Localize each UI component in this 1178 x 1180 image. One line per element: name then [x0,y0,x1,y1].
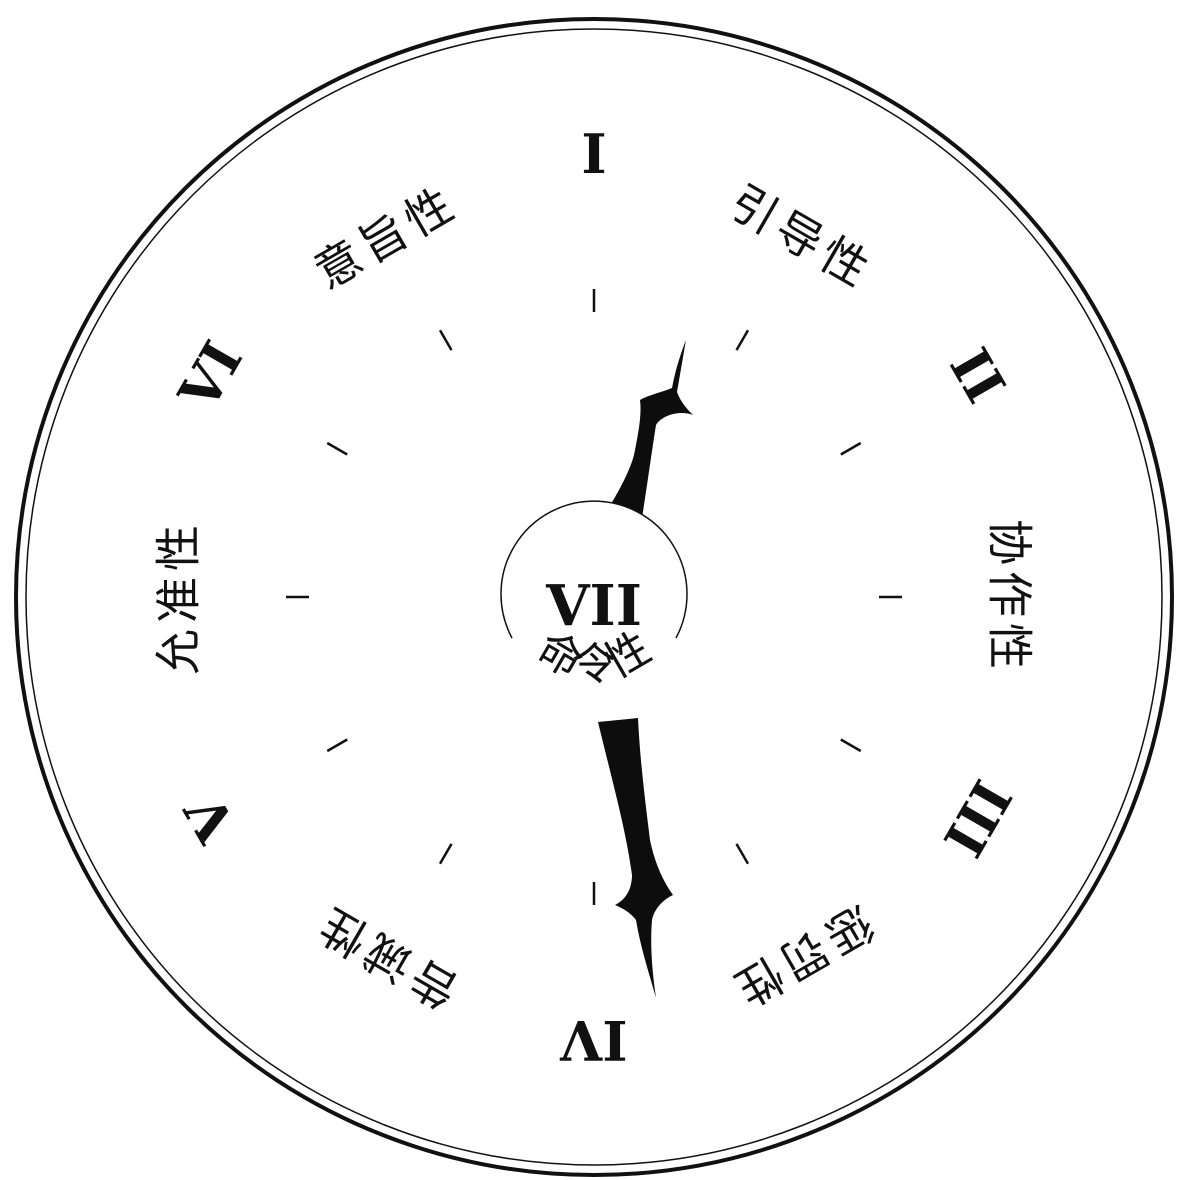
sector-label: 允准性 [152,519,206,675]
needle-north [606,340,693,518]
tick-mark [841,443,861,455]
sector-numeral-iv: IV [559,1008,627,1072]
tick-mark [440,844,452,864]
tick-mark [440,330,452,350]
tick-mark [737,844,749,864]
sector-numeral-ii: II [937,338,1018,414]
sector-numeral-vi: VI [165,330,255,421]
sector-label: 意旨性 [305,175,467,300]
tick-mark [737,330,749,350]
sector-label: 告诫性 [305,894,467,1019]
sector-numeral-i: I [581,122,606,186]
sector-label: 惩罚性 [721,894,883,1019]
tick-mark [841,740,861,752]
sector-label: 引导性 [721,175,883,300]
sector-label: 协作性 [983,519,1037,675]
sector-numeral-iii: III [931,770,1024,868]
needle-south [598,718,673,998]
tick-mark [327,740,347,752]
tick-mark [327,443,347,455]
sector-numeral-v: V [172,783,249,853]
